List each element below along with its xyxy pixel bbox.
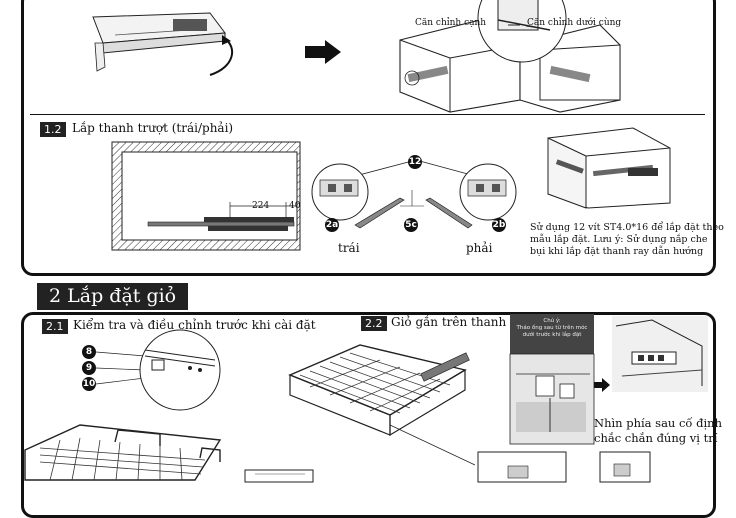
instruction-line-1: Sử dụng 12 vít ST4.0*16 để lắp đặt theo xyxy=(530,222,724,233)
callout-5c: 5c xyxy=(404,218,418,232)
bottom-detail-right xyxy=(599,451,651,483)
label-right: phải xyxy=(466,241,493,255)
step-1-2-number: 1.2 xyxy=(40,122,66,137)
instruction-line-3: bụi khi lắp đặt thanh ray dẫn hướng xyxy=(530,246,704,257)
note-line-1: Chú ý: xyxy=(543,318,561,324)
section-1-panel xyxy=(21,0,716,276)
basket-check-illustration xyxy=(24,329,222,481)
note-photo-box xyxy=(510,314,594,354)
note-line-3: dưới trước khi lắp đặt xyxy=(522,332,582,338)
section-2-heading: 2 Lắp đặt giỏ xyxy=(37,283,189,310)
cabinet-alignment-illustration xyxy=(399,0,621,113)
right-arrow-icon xyxy=(305,40,341,64)
rear-fixing-detail xyxy=(612,316,708,392)
callout-9: 9 xyxy=(82,361,96,375)
section-divider xyxy=(30,114,705,115)
dimension-40: 40 xyxy=(289,201,301,211)
bottom-detail-left xyxy=(477,451,567,483)
step-2-2-title: Giỏ gắn trên thanh ray xyxy=(391,315,530,329)
callout-2b: 2b xyxy=(492,218,506,232)
detail-frame-illustration xyxy=(244,469,314,483)
slide-mounting-illustration xyxy=(311,159,517,229)
note-line-2: Tháo ống sau từ trên móc xyxy=(516,325,588,331)
label-left: trái xyxy=(338,241,360,255)
callout-10: 10 xyxy=(82,377,96,391)
instruction-line-2: mẫu lắp đặt. Lưu ý: Sử dụng nắp che xyxy=(530,234,708,245)
right-arrow-small-icon xyxy=(594,378,610,392)
step-2-2-number: 2.2 xyxy=(361,316,387,331)
label-bottom-align: Căn chỉnh dưới cùng xyxy=(527,18,622,28)
note-text-block: Chú ý: Tháo ống sau từ trên móc dưới trư… xyxy=(510,318,594,339)
callout-12: 12 xyxy=(408,155,422,169)
callout-2a: 2a xyxy=(325,218,339,232)
step-1-2-title: Lắp thanh trượt (trái/phải) xyxy=(72,121,234,135)
caption-rear-line-1: Nhìn phía sau cố định xyxy=(594,416,722,430)
cabinet-with-slides-illustration xyxy=(547,127,671,209)
label-edge-align: Căn chỉnh cạnh xyxy=(415,18,487,28)
dimension-224: 224 xyxy=(252,201,270,211)
slide-rotate-illustration xyxy=(92,12,234,76)
step-2-1-number: 2.1 xyxy=(42,319,68,334)
rear-hook-photo xyxy=(509,353,595,445)
caption-rear-line-2: chắc chắn đúng vị trí xyxy=(594,431,718,445)
callout-8: 8 xyxy=(82,345,96,359)
rail-position-diagram xyxy=(111,141,301,251)
step-2-1-title: Kiểm tra và điều chỉnh trước khi cài đặt xyxy=(73,318,316,332)
basket-on-rail-illustration xyxy=(288,344,476,466)
